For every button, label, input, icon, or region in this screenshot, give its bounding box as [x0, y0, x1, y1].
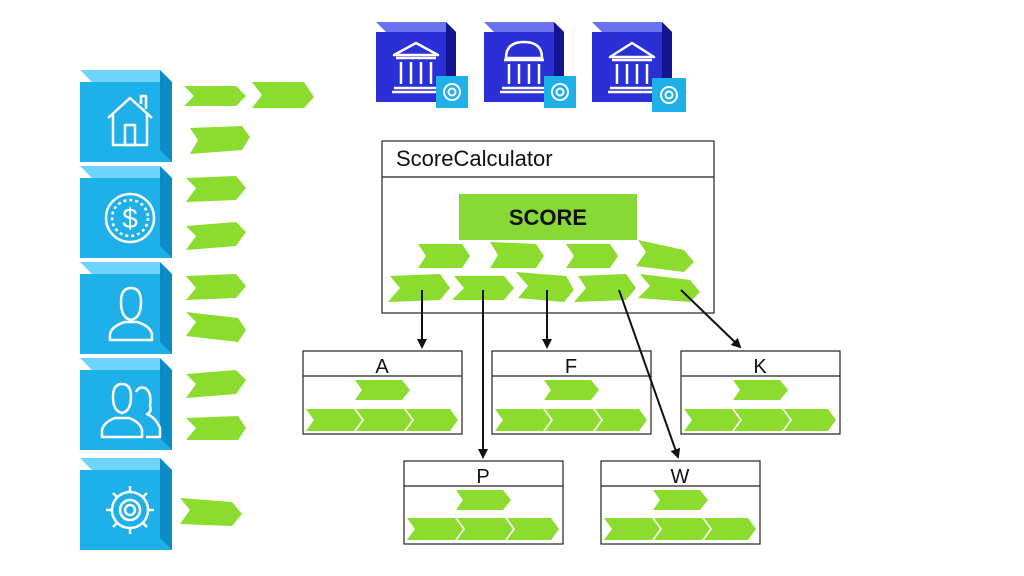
- bank-building-icon: [500, 40, 548, 94]
- user-icon: [108, 286, 154, 342]
- score-label: SCORE: [509, 205, 587, 230]
- gear-icon: [660, 86, 678, 104]
- category-label: F: [565, 356, 577, 378]
- bank-block-3: [592, 22, 686, 112]
- category-box-k: K: [680, 350, 841, 435]
- category-label: K: [753, 356, 767, 378]
- dollar-coin-icon: [104, 192, 156, 244]
- house-icon: [107, 94, 153, 147]
- category-box-a: A: [302, 350, 463, 435]
- side-cube-money: $: [80, 166, 172, 258]
- score-box: [459, 194, 637, 240]
- side-cube-group: [80, 358, 172, 450]
- bank-block-2: [484, 22, 576, 108]
- bank-building-icon: [392, 41, 440, 94]
- score-calculator-title: ScoreCalculator: [396, 146, 553, 171]
- category-label: P: [476, 466, 489, 488]
- side-chevrons: [180, 82, 314, 526]
- category-label: W: [671, 466, 690, 488]
- category-box-f: F: [491, 350, 652, 435]
- side-cube-home: [80, 70, 172, 162]
- score-calculator-box: ScoreCalculator SCORE: [381, 140, 715, 314]
- category-box-w: W: [600, 460, 761, 545]
- gear-icon: [551, 83, 569, 101]
- side-cube-user: [80, 262, 172, 354]
- arrow-to-w: [618, 289, 681, 459]
- arrow-to-k: [680, 289, 742, 349]
- users-group-icon: [100, 382, 162, 439]
- bank-block-1: [376, 22, 468, 108]
- category-box-p: P: [403, 460, 564, 545]
- side-cube-settings: [80, 458, 172, 550]
- score-chevrons: [388, 240, 700, 302]
- bank-building-icon: [608, 41, 656, 94]
- category-label: A: [375, 356, 389, 378]
- gear-icon: [443, 83, 461, 101]
- gear-icon: [106, 486, 154, 534]
- connector-arrows: [417, 289, 742, 459]
- dollar-sign: $: [122, 203, 138, 234]
